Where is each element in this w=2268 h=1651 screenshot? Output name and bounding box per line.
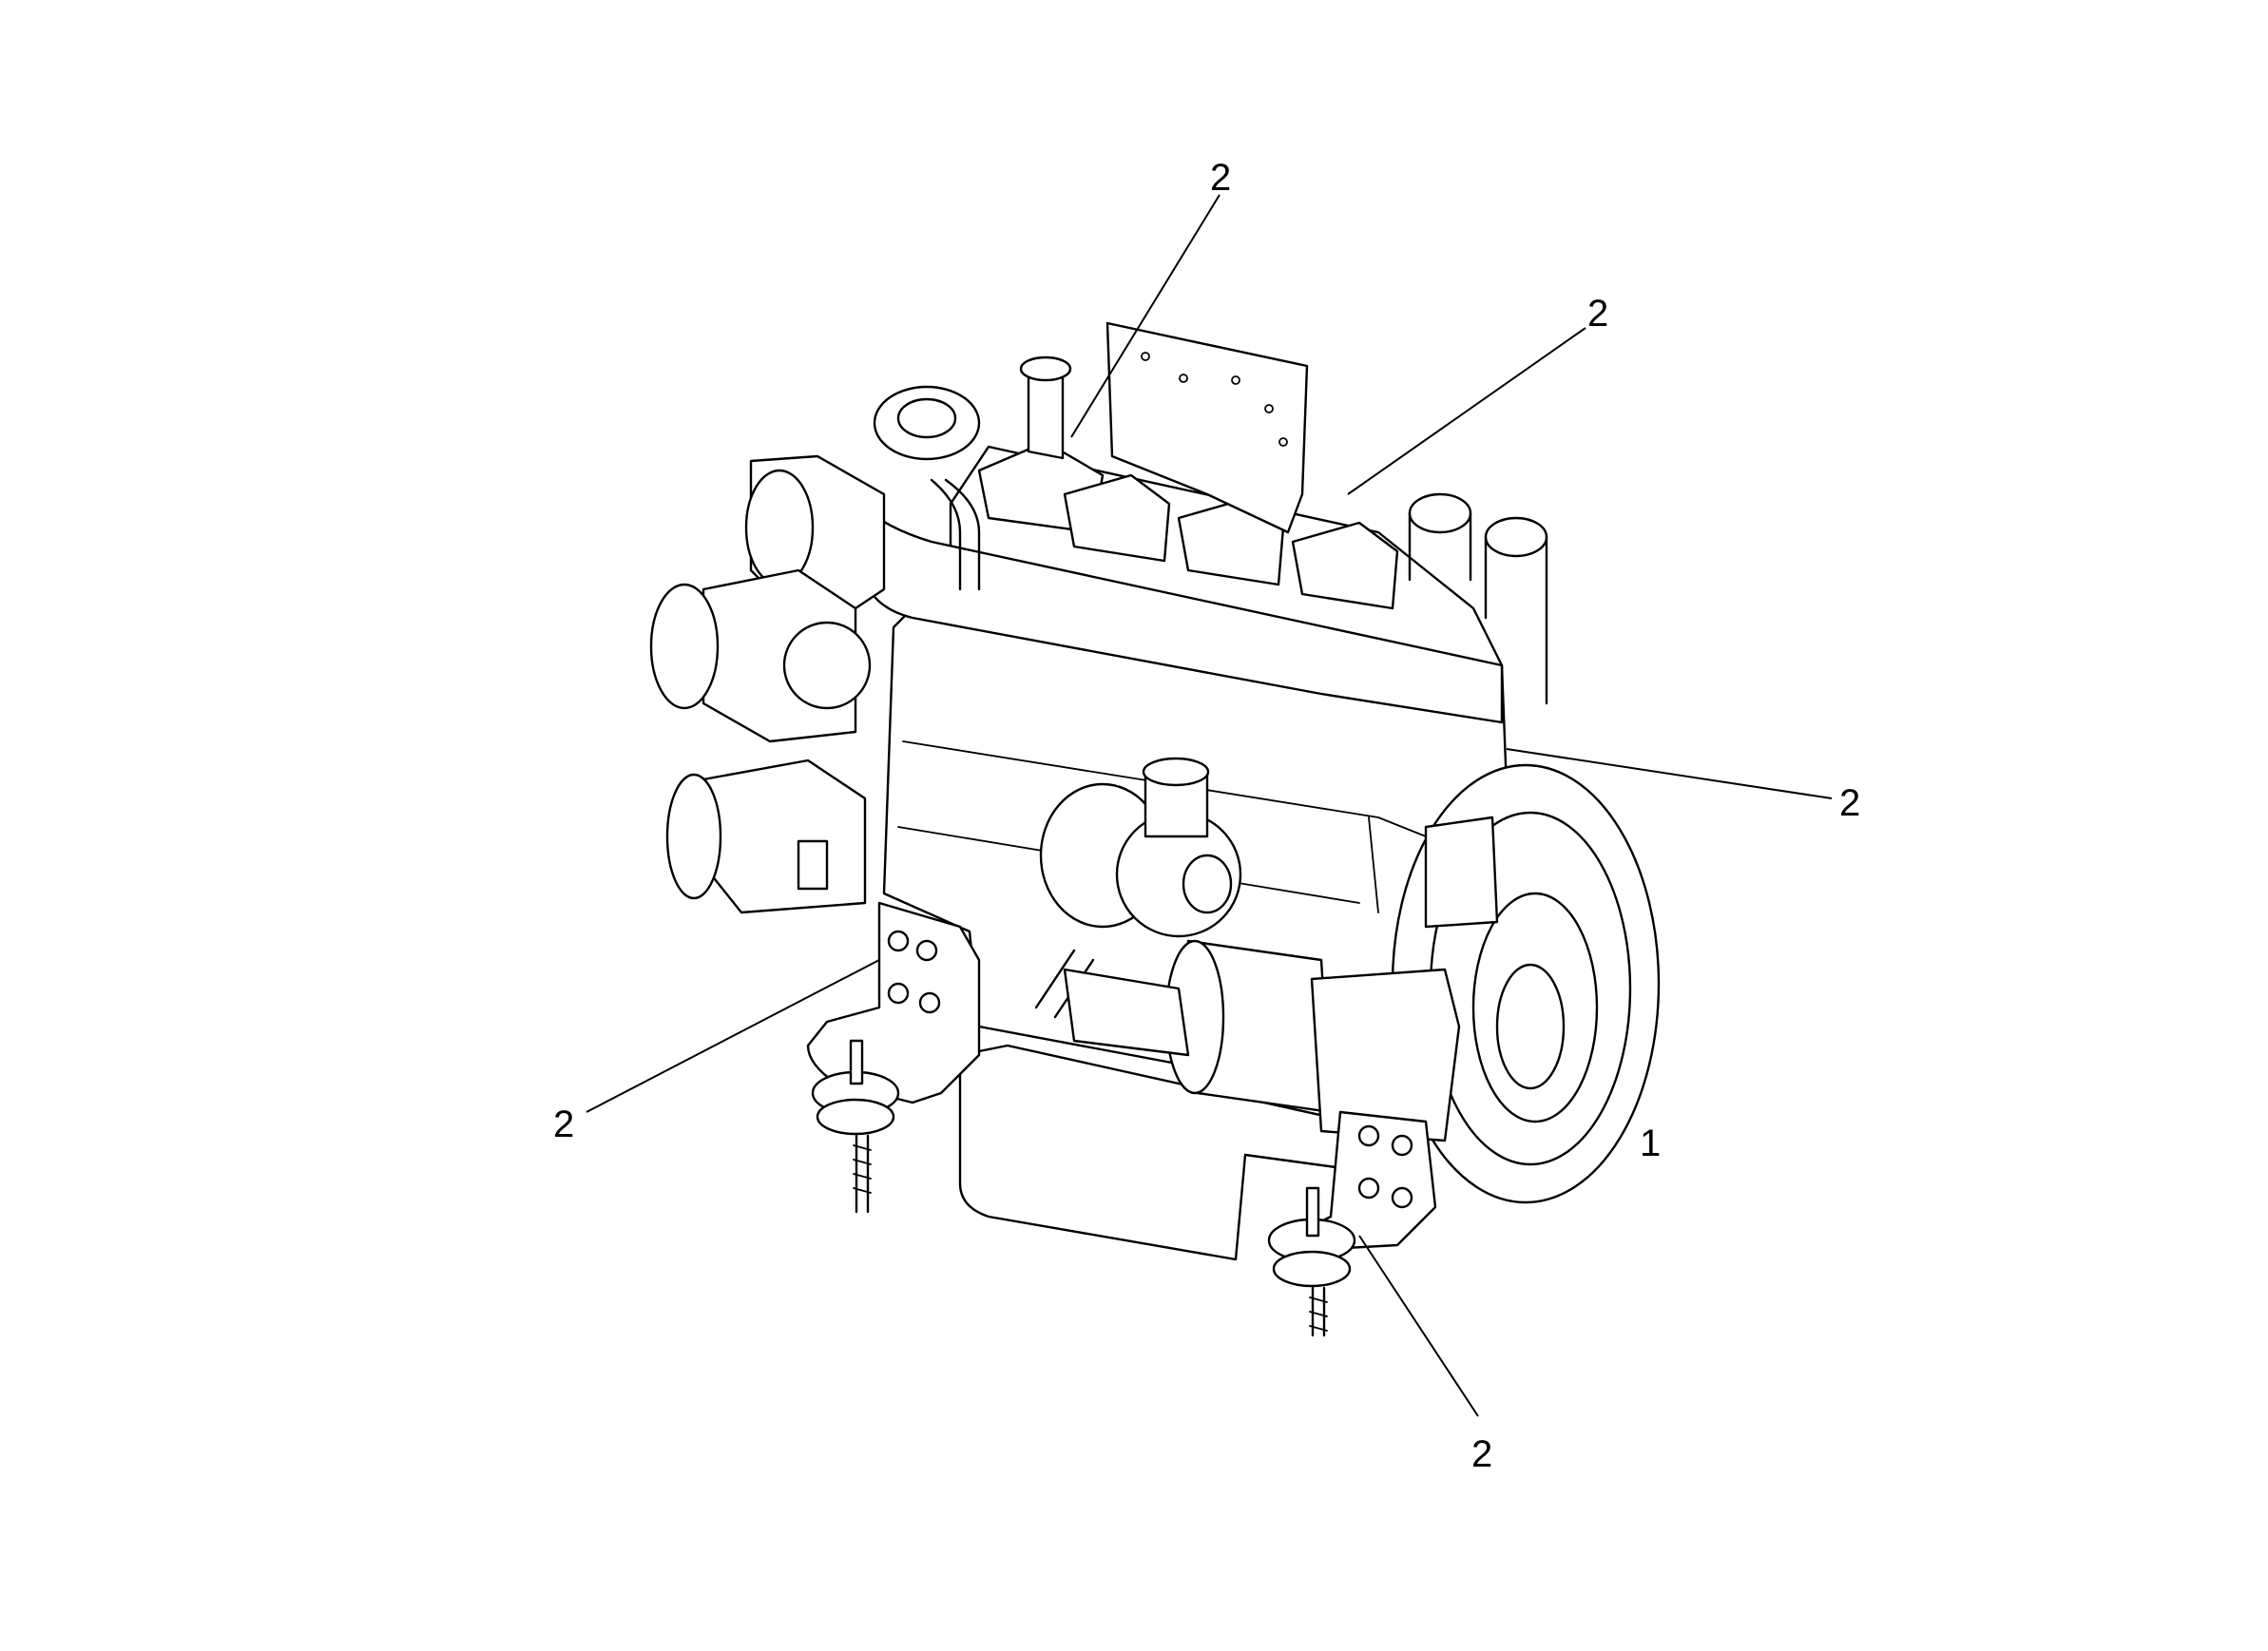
leader-line (586, 959, 880, 1113)
callout-label: 1 (1640, 1123, 1661, 1164)
engine-illustration (649, 321, 1661, 1337)
leader-line (1506, 748, 1833, 799)
leader-lines (586, 194, 1833, 1417)
engine-mount-left (806, 901, 981, 1214)
callout-label: 2 (1839, 782, 1860, 824)
flywheel-housing (1310, 763, 1661, 1204)
engine-mount-right (1267, 1110, 1437, 1337)
callout-label: 2 (1471, 1433, 1492, 1475)
leader-line (1347, 327, 1586, 495)
turbocharger (1034, 757, 1242, 1019)
leader-line (1358, 1235, 1479, 1417)
callout-label: 2 (1210, 157, 1231, 199)
callout-label: 2 (1587, 293, 1608, 335)
callout-label: 2 (553, 1104, 574, 1145)
lifting-bracket (1105, 321, 1309, 534)
leader-line (1070, 194, 1220, 438)
callouts: 2 2 2 2 2 1 (553, 157, 1860, 1475)
